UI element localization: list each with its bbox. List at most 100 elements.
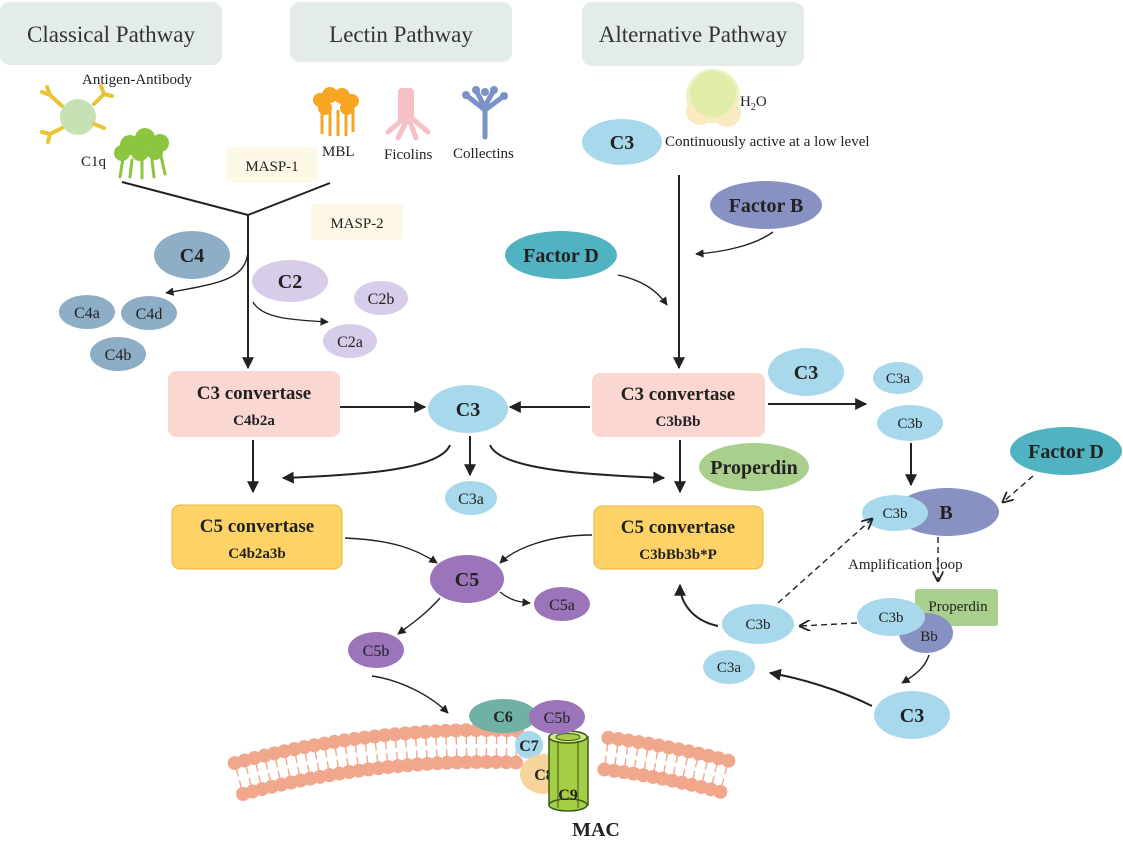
collectins-label: Collectins [453,146,514,162]
svg-text:C5 convertase: C5 convertase [200,516,315,537]
header-lectin: Lectin Pathway [290,2,512,62]
c5b-mac-node: C5b [529,700,585,734]
mac-label: MAC [572,819,620,841]
lipid-head [479,755,494,770]
svg-text:C6: C6 [493,709,513,726]
svg-text:C5: C5 [455,569,479,591]
arrow-classical-c5conv-to-c5 [344,537,438,564]
arrow-factor-d-to-b [1003,475,1034,502]
lipid-head [408,725,423,740]
c5-node: C5 [430,555,504,603]
c2-node: C2 [252,260,328,302]
svg-text:Factor D: Factor D [1028,441,1104,463]
svg-text:C2b: C2b [368,291,395,308]
svg-text:C3a: C3a [717,660,742,676]
c3b-left-node: C3b [722,604,794,644]
c1q-label: C1q [81,154,107,170]
antigen-antibody-label: Antigen-Antibody [82,72,192,88]
cell-membrane [227,723,736,802]
factor-b-arrow [695,231,774,258]
lipid-head [459,755,474,770]
masp2-label: MASP-2 [330,216,383,232]
svg-text:C4b2a: C4b2a [233,413,275,429]
arrow-c3-to-alt-c5 [489,444,666,484]
arrow-alt-c5conv-to-c5 [499,534,593,564]
c3b-properdin-bb-complex: C3b Properdin Bb [857,589,998,653]
lipid-head [721,753,736,768]
amplification-label: Amplification loop [848,557,963,573]
c4b-node: C4b [90,337,146,371]
svg-text:Properdin: Properdin [710,457,797,479]
lipid-head [377,728,392,743]
lipid-head [509,755,524,770]
svg-text:Factor D: Factor D [523,245,599,267]
arrow-c3-to-c3a-left [768,668,873,707]
svg-text:C3a: C3a [886,371,911,387]
c4-node: C4 [154,231,230,279]
lipid-head [438,723,453,738]
h2o-label: H2O [740,94,767,113]
svg-text:C3b: C3b [897,416,922,432]
header-classical-label: Classical Pathway [27,22,195,47]
svg-text:C3a: C3a [458,491,484,508]
svg-text:C9: C9 [558,787,578,804]
header-lectin-label: Lectin Pathway [329,22,473,47]
svg-text:B: B [939,502,952,524]
ficolins-label: Ficolins [384,147,433,163]
header-alternative-label: Alternative Pathway [599,22,788,47]
lipid-head [387,727,402,742]
c5b-node: C5b [348,632,404,668]
c9-channel: C9 [548,730,589,812]
mbl-label: MBL [322,144,355,160]
arrow-c5-to-c5a [499,591,531,607]
lipid-head [489,755,504,770]
lipid-head [469,755,484,770]
masp2-box [311,204,403,240]
c3-alt-top-node: C3 [582,119,662,165]
factor-b-node: Factor B [710,181,822,229]
lipid-head [367,729,382,744]
c3-loop-bottom-node: C3 [874,691,950,739]
header-classical: Classical Pathway [0,2,222,65]
lipid-head [440,755,455,770]
lipid-head [713,784,728,799]
arrow-c3b-to-c5conv-alt [674,583,719,627]
c6-node: C6 [469,699,537,733]
converging-lines [121,181,331,370]
arrow-c5b-to-mac [371,675,449,714]
c2a-node: C2a [323,324,377,358]
lipid-head [449,755,464,770]
svg-text:C2: C2 [278,271,302,293]
svg-text:C5a: C5a [549,597,575,614]
collectins-icon [462,86,508,140]
h2o-icon [686,69,741,127]
c5-convertase-classical: C5 convertase C4b2a3b [171,504,343,570]
svg-text:C3: C3 [900,705,924,727]
svg-text:Bb: Bb [920,629,938,645]
svg-text:C4d: C4d [136,306,163,323]
svg-text:C5b: C5b [544,710,571,727]
antigen-antibody-icon [40,84,114,144]
arrow-complex-to-c3b [800,623,858,626]
factor-d-node: Factor D [505,231,617,279]
svg-text:C4: C4 [180,245,204,267]
arrow-c3b-to-c3bb-loop [777,519,872,604]
svg-text:C3: C3 [610,132,634,154]
svg-text:C4a: C4a [74,305,100,322]
lipid-head [398,726,413,741]
arrow-bb-to-c3 [901,654,930,684]
properdin-node: Properdin [699,443,809,491]
svg-text:C3b: C3b [878,610,903,626]
lipid-head [459,723,474,738]
svg-text:Factor B: Factor B [729,195,804,217]
mbl-icon [313,87,359,136]
lipid-head [499,755,514,770]
c3-convertase-alternative: C3 convertase C3bBb [592,373,765,437]
svg-text:C3bBb: C3bBb [655,414,700,430]
c3-convertase-classical: C3 convertase C4b2a [168,371,340,437]
svg-text:Properdin: Properdin [928,599,988,615]
masp1-label: MASP-1 [245,159,298,175]
c3b-loop-node: C3b [877,405,943,441]
